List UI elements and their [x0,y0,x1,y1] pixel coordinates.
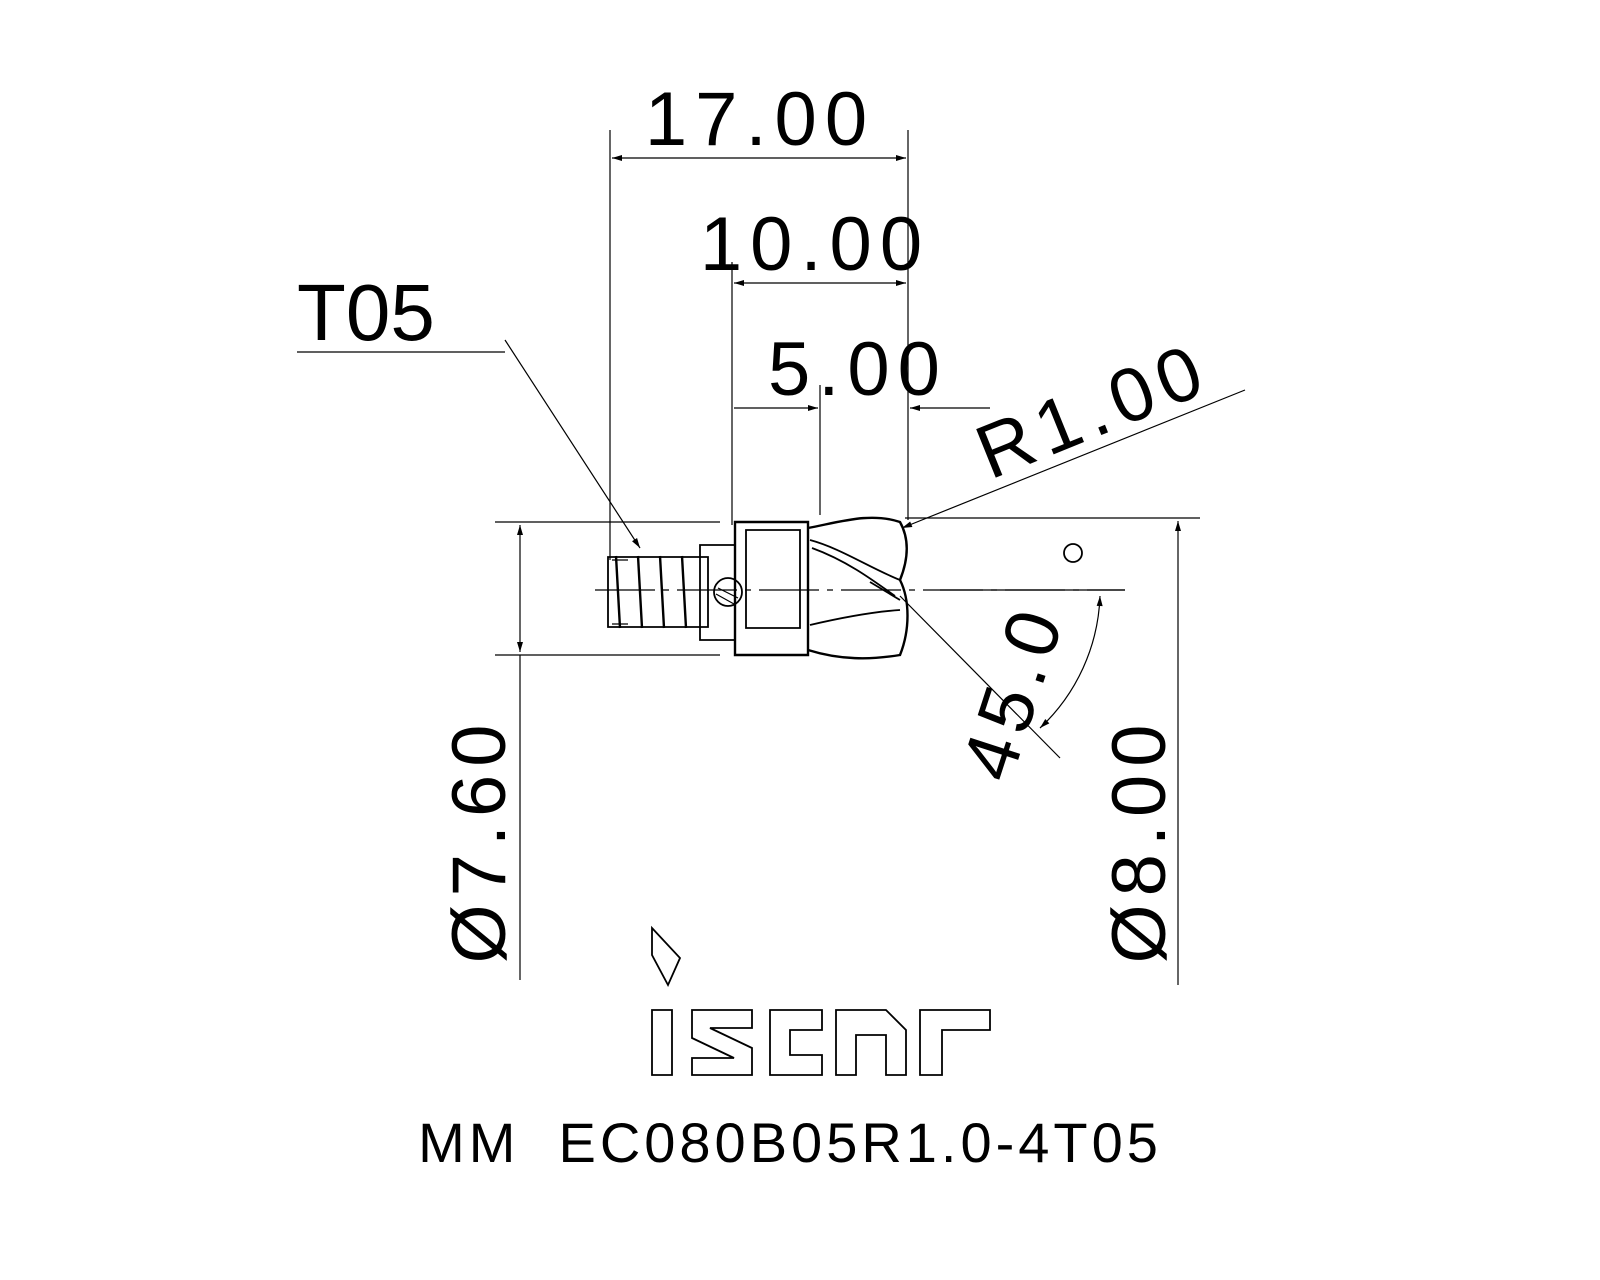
logo-diamond-icon [651,925,682,988]
overall-length-label: 17.00 [645,77,875,162]
neck [699,544,736,641]
brand-logo [651,925,991,1076]
degree-symbol [1063,543,1083,563]
dim-flat-length: 5.00 [734,327,990,515]
flat-length-label: 5.00 [768,327,948,412]
dim-overall-length: 17.00 [609,77,909,560]
cutting-diameter-label: Ø8.00 [1097,716,1182,963]
chamfer-angle-label: 45.0 [945,593,1081,790]
neck-diameter-label: Ø7.60 [437,716,522,963]
dim-neck-diameter: Ø7.60 [437,521,720,980]
dim-chamfer-angle: 45.0 [899,543,1125,790]
dim-head-length: 10.00 [700,202,930,525]
neck-hole [713,577,743,607]
tool-body [607,516,909,660]
head-length-label: 10.00 [700,202,930,287]
threaded-shank [607,556,709,628]
flat-section [733,520,810,657]
part-number: MM EC080B05R1.0-4T05 [418,1111,1162,1174]
dim-cutting-diameter: Ø8.00 [905,517,1200,985]
dim-corner-radius: R1.00 [901,326,1246,529]
thread-label: T05 [297,268,435,357]
dim-thread: T05 [297,268,641,549]
cutting-head [807,516,909,660]
corner-radius-label: R1.00 [965,326,1222,496]
